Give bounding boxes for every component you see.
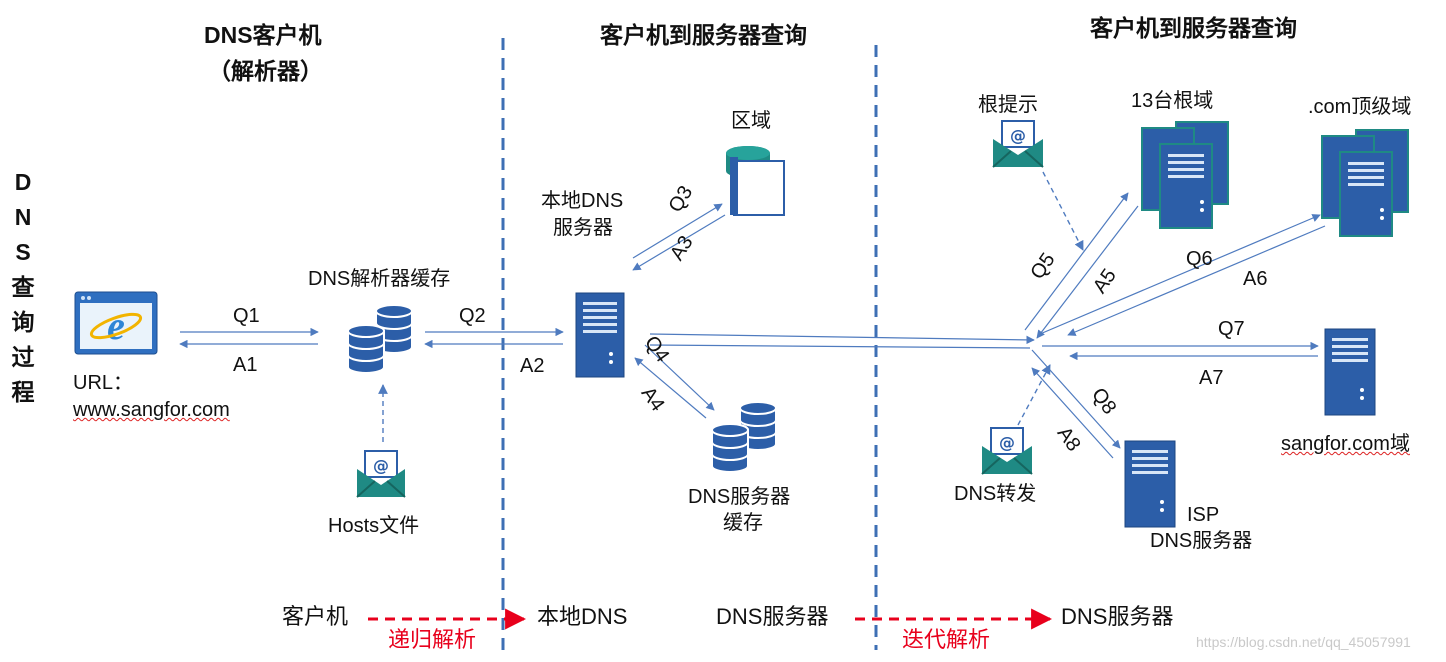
dns-forward-icon: @: [981, 427, 1033, 475]
sangfor-domain-label: sangfor.com域: [1281, 433, 1410, 455]
dns-server-cache-icon: [711, 401, 777, 473]
arrow-q5: [1024, 192, 1129, 331]
arrow-root-hint: [1042, 171, 1084, 251]
resolver-cache-icon: [347, 304, 413, 374]
header-middle: 客户机到服务器查询: [600, 22, 807, 48]
zone-icon: [726, 146, 785, 216]
browser-icon: e: [74, 291, 158, 355]
isp-server-icon: [1124, 440, 1176, 528]
footer-iterative: 迭代解析: [902, 627, 991, 652]
header-right: 客户机到服务器查询: [1090, 15, 1297, 41]
arrow-a5: [1036, 205, 1139, 339]
header-client-sub: （解析器）: [208, 58, 323, 84]
root-hint-label: 根提示: [978, 94, 1038, 116]
dns-forward-label: DNS转发: [954, 483, 1037, 505]
watermark: https://blog.csdn.net/qq_45057991: [1196, 634, 1411, 650]
edge-label-q2: Q2: [459, 305, 486, 327]
edge-label-a6: A6: [1243, 268, 1268, 290]
root-13-label: 13台根域: [1131, 90, 1214, 112]
edge-label-q7: Q7: [1218, 318, 1245, 340]
dns-cache-label-1: DNS服务器: [688, 486, 791, 508]
arrow-a8: [1031, 367, 1114, 459]
line-local-from-hub: [649, 344, 1031, 349]
isp-label-1: ISP: [1187, 504, 1220, 526]
svg-text:@: @: [373, 456, 389, 475]
root-servers-icon: [1141, 121, 1229, 229]
svg-text:@: @: [1010, 126, 1026, 145]
hosts-file-label: Hosts文件: [328, 515, 420, 537]
footer-local-dns: 本地DNS: [537, 604, 628, 629]
resolver-cache-label: DNS解析器缓存: [308, 268, 451, 290]
edge-label-a2: A2: [520, 355, 545, 377]
arrow-a4: [634, 357, 707, 419]
arrow-a3: [632, 214, 726, 271]
edge-label-a1: A1: [233, 354, 258, 376]
tld-servers-icon: [1321, 129, 1409, 237]
zone-label: 区域: [731, 110, 771, 132]
hosts-file-icon: @: [356, 450, 406, 498]
footer-dns-server-left: DNS服务器: [716, 604, 829, 629]
arrow-q8: [1031, 349, 1121, 449]
footer-client: 客户机: [282, 604, 349, 629]
local-dns-server-icon: [575, 292, 625, 378]
arrow-q6: [1039, 214, 1321, 335]
arrow-q4: [644, 344, 715, 411]
edge-label-q1: Q1: [233, 305, 260, 327]
arrow-dns-forward: [1017, 364, 1051, 426]
url-label: URL：: [73, 372, 134, 394]
footer-recursive: 递归解析: [388, 627, 477, 652]
edge-label-q6: Q6: [1186, 248, 1213, 270]
arrow-a6: [1067, 225, 1326, 336]
edge-label-a7: A7: [1199, 367, 1224, 389]
arrow-local-to-hub: [649, 333, 1035, 345]
sangfor-server-icon: [1324, 328, 1376, 416]
svg-text:e: e: [107, 303, 125, 348]
url-value: www.sangfor.com: [73, 399, 230, 421]
local-dns-label-1: 本地DNS: [541, 190, 624, 212]
footer-dns-server-right: DNS服务器: [1061, 604, 1174, 629]
root-hint-icon: @: [992, 120, 1044, 168]
com-tld-label: .com顶级域: [1308, 96, 1412, 118]
isp-label-2: DNS服务器: [1150, 530, 1253, 552]
arrow-q3: [632, 203, 723, 259]
header-client: DNS客户机: [204, 22, 322, 48]
dns-cache-label-2: 缓存: [723, 512, 763, 534]
side-title: DNS查询过程: [11, 169, 35, 405]
svg-text:@: @: [999, 433, 1015, 452]
local-dns-label-2: 服务器: [553, 217, 613, 239]
